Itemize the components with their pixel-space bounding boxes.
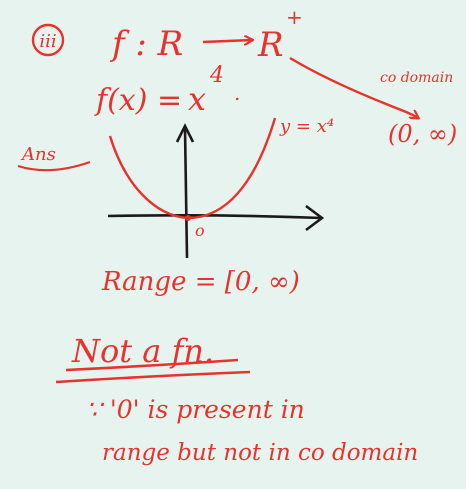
mapping-line: f : R R + xyxy=(109,5,303,65)
answer-mark: Ans xyxy=(17,144,91,172)
function-exponent: 4 xyxy=(209,63,224,88)
origin-point xyxy=(185,215,191,221)
x-axis-arrowhead xyxy=(305,204,325,232)
reason-line-1: ∵ '0' is present in xyxy=(86,395,305,424)
range-statement: Range = [0, ∞) xyxy=(101,267,300,297)
y-axis xyxy=(183,127,189,259)
mapping-arrow xyxy=(202,40,252,42)
conclusion: Not a fn. xyxy=(55,332,251,384)
function-lhs: f(x) = xyxy=(94,83,182,118)
answer-underline xyxy=(17,160,91,172)
mapping-superscript: + xyxy=(286,5,303,29)
graph: o y = x⁴ xyxy=(107,116,334,259)
curve-y-x4 xyxy=(108,117,277,220)
conclusion-underline-2 xyxy=(55,370,251,384)
origin-label: o xyxy=(195,221,205,240)
codomain-interval: (0, ∞) xyxy=(388,120,457,148)
mapping-codomain: R xyxy=(257,25,284,65)
part-label: iii xyxy=(31,23,65,57)
curve-label: y = x⁴ xyxy=(279,116,334,137)
y-axis-arrowhead xyxy=(175,123,195,143)
codomain-arrow xyxy=(289,56,418,118)
codomain-label: co domain xyxy=(380,70,453,86)
function-period: . xyxy=(234,81,240,105)
mapping-domain: f : R xyxy=(109,24,183,64)
conclusion-underline-1 xyxy=(65,358,239,372)
conclusion-text: Not a fn. xyxy=(71,332,214,370)
function-base: x xyxy=(188,80,206,118)
function-definition: f(x) = x 4 . xyxy=(94,63,240,118)
part-label-text: iii xyxy=(39,31,56,52)
answer-mark-text: Ans xyxy=(20,144,56,165)
reason-line-2: range but not in co domain xyxy=(102,440,418,466)
x-axis xyxy=(107,214,323,220)
